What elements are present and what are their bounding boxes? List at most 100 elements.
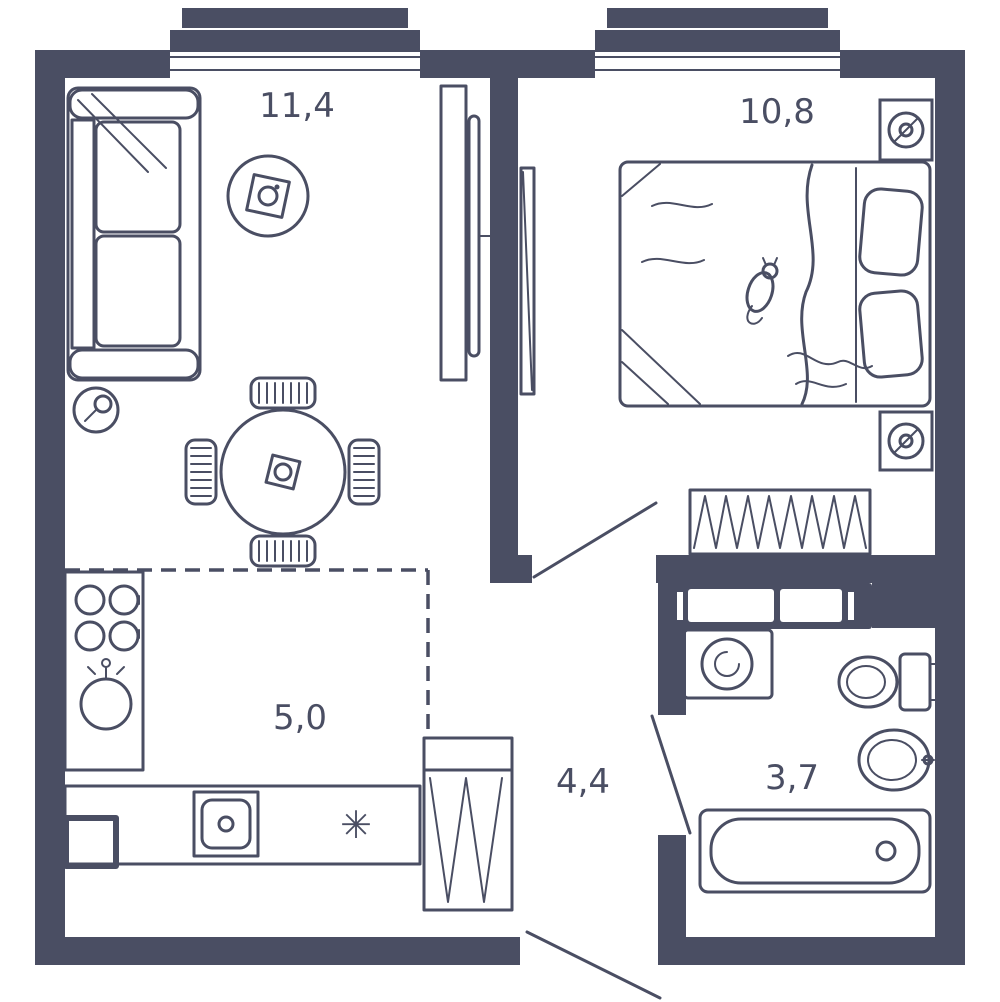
floor-lamp-arm	[84, 409, 97, 422]
dining-chair-left	[184, 438, 218, 506]
vent-fan-icon	[887, 422, 925, 460]
vent-fan-hub	[898, 122, 914, 138]
mirror-outline	[519, 166, 536, 396]
wall-bottom-right	[658, 937, 965, 965]
sink-basin-inner	[867, 739, 917, 781]
wall-bottom-left	[35, 937, 520, 965]
bedroom-door-leaf	[532, 501, 658, 579]
side-table-decor-plate	[257, 185, 279, 207]
vent-fan-icon	[887, 111, 925, 149]
window-bar-inner	[170, 30, 420, 52]
bed-outline	[618, 160, 932, 408]
sofa-armrest-top	[68, 88, 200, 120]
bathtub	[698, 808, 932, 894]
stove-burner	[74, 620, 106, 652]
sink-basin	[857, 728, 931, 792]
entry-door-leaf	[525, 930, 662, 1000]
cat-head	[761, 262, 779, 280]
room-label-living: 11,4	[259, 86, 335, 126]
tv-stand	[439, 84, 468, 382]
side-table-top	[226, 154, 310, 238]
double-bed	[618, 160, 932, 408]
toilet-bowl	[837, 655, 899, 709]
room-label-bathroom: 3,7	[765, 758, 819, 798]
dresser	[672, 583, 872, 629]
wall-left	[35, 50, 65, 965]
dining-chair-bottom	[249, 534, 317, 568]
window-bedroom	[594, 8, 841, 71]
hall-wardrobe	[422, 736, 514, 912]
bathroom-sink	[857, 728, 935, 792]
wall-hall-bath-lower	[658, 835, 686, 937]
dining-table-decor	[264, 453, 302, 491]
dining-table	[219, 408, 347, 536]
wall-right	[935, 50, 965, 965]
dining-chair-hatch	[190, 447, 212, 497]
stove-burner	[74, 584, 106, 616]
pillow	[858, 187, 924, 277]
kitchen-counter-left	[63, 570, 145, 772]
stove-burner	[108, 620, 140, 652]
wall-bedroom-door-stub	[518, 555, 532, 583]
window-living	[169, 8, 421, 71]
wall-top-b	[420, 50, 595, 78]
sofa-backrest	[70, 118, 96, 350]
tv-unit	[439, 84, 491, 382]
tv-screen	[467, 114, 481, 358]
toilet-tank	[898, 652, 932, 712]
toilet-bowl-inner	[846, 665, 886, 699]
stove-burner	[108, 584, 140, 616]
window-bar-inner	[595, 30, 840, 52]
washing-machine-body	[682, 628, 774, 700]
kitchen-sink-faucet-head	[101, 658, 111, 668]
vent-fan-hub	[898, 433, 914, 449]
room-label-hallway: 4,4	[556, 762, 610, 802]
built-in-appliance	[192, 790, 260, 858]
wall-living-bedroom	[490, 78, 518, 583]
cat-body	[745, 271, 775, 313]
window-bar-outer	[182, 8, 408, 28]
kitchen-counter-bottom: ✳	[63, 784, 422, 869]
washing-machine	[682, 628, 774, 700]
bathtub-inner	[709, 817, 921, 885]
pillow	[858, 289, 924, 379]
vent-unit-bottom	[878, 410, 934, 472]
dining-table-decor-plate	[273, 462, 293, 482]
cat-ears-tail	[746, 257, 778, 325]
room-label-kitchen: 5,0	[273, 698, 327, 738]
side-table	[226, 154, 310, 238]
sofa	[66, 86, 202, 382]
duvet-crumple	[787, 352, 873, 388]
blanket-folds	[621, 163, 701, 405]
toilet	[837, 652, 937, 712]
wall-bedroom-bottom	[656, 555, 935, 583]
bathtub-outline	[698, 808, 932, 894]
blanket-wrinkles	[641, 201, 713, 265]
kitchen-sink-ticks	[87, 666, 125, 675]
sofa-armrest-bottom	[68, 348, 200, 380]
vent-fan-blade	[893, 428, 919, 454]
built-in-appliance-dot	[217, 815, 235, 833]
sofa-cushion	[94, 234, 182, 348]
dining-chair-hatch	[258, 540, 308, 562]
sofa-throw-line	[91, 93, 167, 169]
built-in-appliance-inner	[200, 798, 252, 850]
wardrobe-hatch	[693, 495, 867, 549]
floor-lamp	[72, 386, 120, 434]
hall-wardrobe-outline	[422, 736, 514, 912]
sofa-throw-line	[77, 99, 149, 173]
dining-set	[184, 376, 381, 568]
toilet-wall-ticks	[929, 663, 937, 701]
vent-unit-top	[878, 98, 934, 162]
vent-fan-blade	[893, 117, 919, 143]
dresser-drawer	[780, 589, 842, 622]
sofa-outline	[66, 86, 202, 382]
washing-machine-drum	[714, 651, 740, 677]
dresser-end-cap	[848, 592, 854, 620]
room-label-bedroom: 10,8	[739, 92, 815, 132]
floor-lamp-shade	[72, 386, 120, 434]
side-table-decor-dot	[274, 184, 280, 190]
dresser-end-cap	[677, 592, 683, 620]
